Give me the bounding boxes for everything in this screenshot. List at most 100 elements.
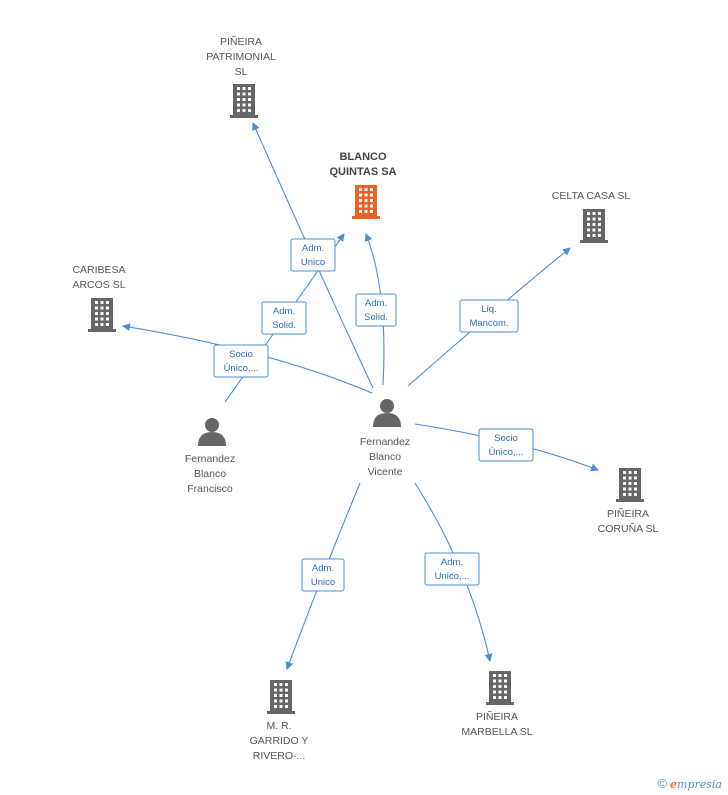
building-window: [285, 699, 288, 703]
edge-label[interactable]: SocioÚnico,...: [213, 344, 269, 378]
building-icon: [352, 185, 380, 219]
building-window: [587, 228, 590, 232]
node-pineira-marbella[interactable]: PIÑEIRA MARBELLA SL: [461, 671, 533, 738]
building-window: [248, 92, 251, 96]
building-window: [100, 323, 104, 326]
building-window: [592, 212, 596, 215]
node-label: RIVERO-...: [253, 750, 306, 762]
building-window: [634, 487, 637, 491]
node-label: PIÑEIRA: [476, 710, 518, 723]
building-window: [106, 306, 109, 310]
edge-label[interactable]: Adm.Solid.: [261, 301, 307, 335]
edge-label-text: Único,...: [489, 447, 524, 458]
building-window: [364, 188, 368, 191]
building-window: [623, 476, 626, 480]
edge-label-box: [213, 344, 269, 378]
node-label: MARBELLA SL: [461, 726, 532, 738]
node-label: Blanco: [369, 451, 401, 463]
building-icon: [230, 84, 258, 118]
edge-label-text: Único,...: [224, 363, 259, 374]
building-window: [504, 685, 507, 688]
building-window: [359, 210, 362, 213]
edge-label[interactable]: SocioÚnico,...: [478, 428, 534, 462]
building-window: [504, 690, 507, 694]
building-window: [95, 301, 98, 304]
node-label: CORUÑA SL: [598, 522, 659, 535]
building-window: [493, 685, 496, 688]
building-window: [285, 688, 288, 692]
edge-labels-layer: Adm.UnicoAdm.Solid.Adm.Solid.Liq.Mancom.…: [213, 238, 534, 592]
building-window: [285, 705, 288, 708]
building-window: [242, 98, 246, 101]
building-window: [493, 690, 496, 694]
building-window: [237, 98, 240, 101]
node-label: Francisco: [187, 483, 233, 495]
building-window: [498, 696, 502, 699]
edge-label-box: [459, 299, 519, 333]
edge-label-text: Adm.: [365, 298, 387, 309]
edge-label-box: [424, 552, 480, 586]
building-window: [274, 694, 277, 697]
building-window: [634, 482, 637, 485]
edge-label[interactable]: Adm.Unico,...: [424, 552, 480, 586]
building-window: [628, 482, 632, 485]
building-window: [598, 223, 601, 226]
node-celta-casa[interactable]: CELTA CASA SL: [552, 190, 631, 243]
building-base: [580, 240, 608, 243]
building-window: [493, 679, 496, 683]
building-window: [493, 696, 496, 699]
building-window: [237, 92, 240, 96]
building-window: [100, 306, 104, 310]
node-label: M. R.: [266, 720, 291, 732]
node-label: CARIBESA: [72, 264, 125, 276]
building-base: [486, 702, 514, 705]
building-window: [237, 109, 240, 112]
node-mr-garrido[interactable]: M. R.GARRIDO YRIVERO-...: [250, 680, 309, 762]
building-window: [628, 476, 632, 480]
building-window: [504, 674, 507, 677]
edge-label-text: Solid.: [272, 320, 296, 331]
building-window: [364, 204, 368, 208]
building-window: [493, 674, 496, 677]
edge-label[interactable]: Adm.Unico: [290, 238, 336, 272]
building-window: [106, 301, 109, 304]
building-window: [248, 103, 251, 107]
edge-label-text: Unico: [301, 257, 325, 268]
building-window: [370, 210, 373, 213]
building-window: [285, 694, 288, 697]
node-label: Vicente: [368, 466, 403, 478]
edge-label[interactable]: Adm.Solid.: [355, 293, 397, 327]
node-label: QUINTAS SA: [329, 166, 396, 178]
building-window: [106, 312, 109, 315]
building-window: [628, 493, 632, 496]
building-window: [587, 234, 590, 237]
building-window: [106, 323, 109, 326]
edge-label-text: Unico,...: [435, 571, 470, 582]
edge-label[interactable]: Adm.Unico: [301, 558, 345, 592]
building-window: [359, 204, 362, 208]
building-window: [587, 223, 590, 226]
building-window: [598, 217, 601, 221]
building-window: [279, 705, 283, 708]
edge-label[interactable]: Liq.Mancom.: [459, 299, 519, 333]
building-window: [598, 228, 601, 232]
building-window: [359, 188, 362, 191]
edge-label-box: [478, 428, 534, 462]
building-window: [504, 679, 507, 683]
building-base: [230, 115, 258, 118]
edge-label-text: Adm.: [312, 563, 334, 574]
brand-logo[interactable]: empresia: [670, 778, 722, 791]
building-window: [274, 705, 277, 708]
building-window: [100, 317, 104, 321]
building-window: [598, 212, 601, 215]
building-window: [592, 217, 596, 221]
building-window: [248, 87, 251, 90]
building-base: [88, 329, 116, 332]
